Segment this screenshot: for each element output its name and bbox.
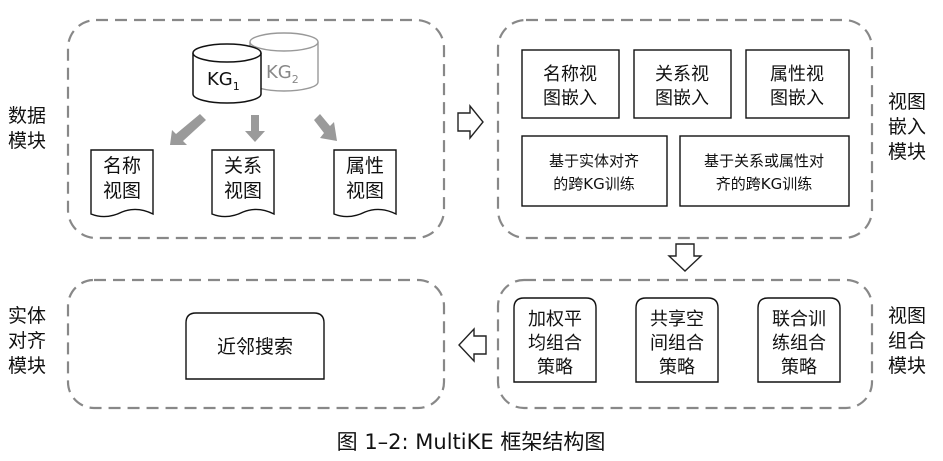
svg-text:关系视: 关系视	[655, 64, 709, 85]
svg-text:模块: 模块	[8, 130, 46, 152]
svg-text:名称: 名称	[103, 155, 141, 177]
name-view-doc: 名称 视图	[90, 149, 154, 218]
svg-text:属性: 属性	[346, 155, 384, 177]
svg-text:图嵌入: 图嵌入	[543, 88, 597, 109]
svg-text:策略: 策略	[659, 357, 695, 378]
svg-text:图嵌入: 图嵌入	[770, 88, 824, 109]
svg-text:视图: 视图	[888, 305, 926, 327]
svg-text:加权平: 加权平	[528, 309, 582, 330]
figure-caption: 图 1–2: MultiKE 框架结构图	[337, 430, 606, 454]
arrow-to-attribute-view	[314, 114, 337, 141]
svg-text:视图: 视图	[103, 180, 141, 202]
relation-view-embedding-box: 关系视 图嵌入	[633, 49, 732, 119]
arrow-right-hollow	[457, 104, 484, 140]
svg-text:视图: 视图	[346, 180, 384, 202]
svg-text:KG2: KG2	[266, 62, 299, 86]
svg-text:基于实体对齐: 基于实体对齐	[549, 152, 639, 170]
svg-text:模块: 模块	[888, 141, 926, 163]
svg-text:视图: 视图	[888, 91, 926, 113]
view-combination-module-label: 视图 组合 模块	[888, 305, 926, 377]
svg-text:对齐: 对齐	[8, 330, 46, 352]
entity-alignment-training-box: 基于实体对齐 的跨KG训练	[521, 135, 668, 207]
view-embedding-module-label: 视图 嵌入 模块	[888, 91, 926, 163]
svg-text:嵌入: 嵌入	[888, 116, 926, 138]
svg-text:间组合: 间组合	[650, 333, 704, 354]
svg-text:共享空: 共享空	[650, 309, 704, 330]
arrow-to-name-view	[170, 114, 206, 145]
svg-text:关系: 关系	[224, 155, 262, 177]
kg1-cylinder: KG1	[192, 43, 262, 104]
arrow-to-relation-view	[245, 115, 265, 142]
svg-text:组合: 组合	[888, 330, 926, 352]
name-view-embedding-box: 名称视 图嵌入	[521, 49, 620, 119]
svg-text:练组合: 练组合	[772, 333, 826, 354]
svg-text:视图: 视图	[224, 180, 262, 202]
entity-alignment-module-container	[66, 278, 446, 410]
svg-text:联合训: 联合训	[772, 309, 826, 330]
svg-text:策略: 策略	[537, 357, 573, 378]
shared-space-strategy-box: 共享空 间组合 策略	[635, 297, 719, 383]
kg2-cylinder: KG2	[249, 32, 319, 92]
svg-text:齐的跨KG训练: 齐的跨KG训练	[716, 175, 812, 193]
svg-text:策略: 策略	[781, 357, 817, 378]
svg-text:模块: 模块	[888, 355, 926, 377]
arrow-left-hollow	[458, 327, 487, 363]
svg-text:属性视: 属性视	[770, 64, 824, 85]
svg-text:均组合: 均组合	[528, 333, 582, 354]
svg-text:名称视: 名称视	[543, 64, 597, 85]
attribute-view-embedding-box: 属性视 图嵌入	[745, 49, 850, 119]
weighted-average-strategy-box: 加权平 均组合 策略	[513, 297, 597, 383]
joint-training-strategy-box: 联合训 练组合 策略	[757, 297, 841, 383]
view-combination-module-container	[496, 278, 874, 410]
data-module-label: 数据 模块	[8, 105, 46, 152]
view-embedding-module-container	[496, 18, 874, 240]
svg-text:KG1: KG1	[207, 69, 240, 93]
data-module-container	[66, 18, 446, 240]
nearest-neighbor-search-box: 近邻搜索	[185, 312, 325, 380]
arrow-down-hollow	[667, 243, 703, 272]
relation-attribute-training-box: 基于关系或属性对 齐的跨KG训练	[679, 135, 850, 207]
attribute-view-doc: 属性 视图	[333, 149, 397, 218]
svg-text:图嵌入: 图嵌入	[655, 88, 709, 109]
svg-text:实体: 实体	[8, 305, 46, 327]
svg-text:模块: 模块	[8, 355, 46, 377]
svg-text:近邻搜索: 近邻搜索	[217, 336, 293, 358]
entity-alignment-module-label: 实体 对齐 模块	[8, 305, 46, 377]
svg-text:基于关系或属性对: 基于关系或属性对	[704, 152, 824, 170]
svg-text:的跨KG训练: 的跨KG训练	[553, 175, 634, 193]
relation-view-doc: 关系 视图	[211, 149, 275, 218]
svg-text:数据: 数据	[8, 105, 46, 127]
